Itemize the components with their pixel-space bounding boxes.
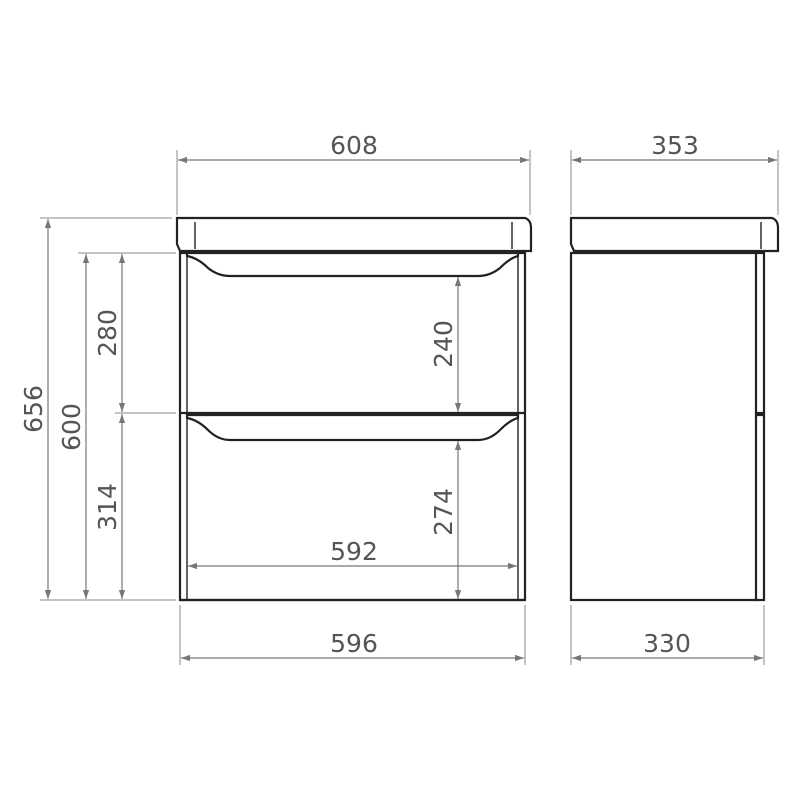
label-353: 353 bbox=[651, 131, 699, 160]
label-600: 600 bbox=[57, 403, 86, 451]
side-cabinet-body bbox=[569, 251, 760, 602]
label-596: 596 bbox=[330, 629, 378, 658]
label-274: 274 bbox=[429, 488, 458, 536]
side-upper-drawer-edge bbox=[754, 251, 766, 415]
front-view bbox=[175, 216, 533, 602]
side-lower-drawer-edge bbox=[754, 413, 766, 602]
front-basin-top bbox=[175, 216, 533, 253]
dimension-lines bbox=[44, 156, 777, 662]
label-656: 656 bbox=[19, 385, 48, 433]
side-view bbox=[569, 216, 780, 602]
label-608: 608 bbox=[330, 131, 378, 160]
upper-drawer-front bbox=[185, 251, 520, 278]
dimension-labels: 608 353 656 600 280 314 240 274 592 596 … bbox=[19, 131, 699, 658]
label-330: 330 bbox=[643, 629, 691, 658]
label-592: 592 bbox=[330, 537, 378, 566]
extension-lines bbox=[40, 150, 779, 665]
label-240: 240 bbox=[429, 320, 458, 368]
side-basin-top bbox=[569, 216, 780, 253]
label-314: 314 bbox=[93, 483, 122, 531]
label-280: 280 bbox=[93, 309, 122, 357]
lower-drawer-front bbox=[185, 413, 520, 442]
